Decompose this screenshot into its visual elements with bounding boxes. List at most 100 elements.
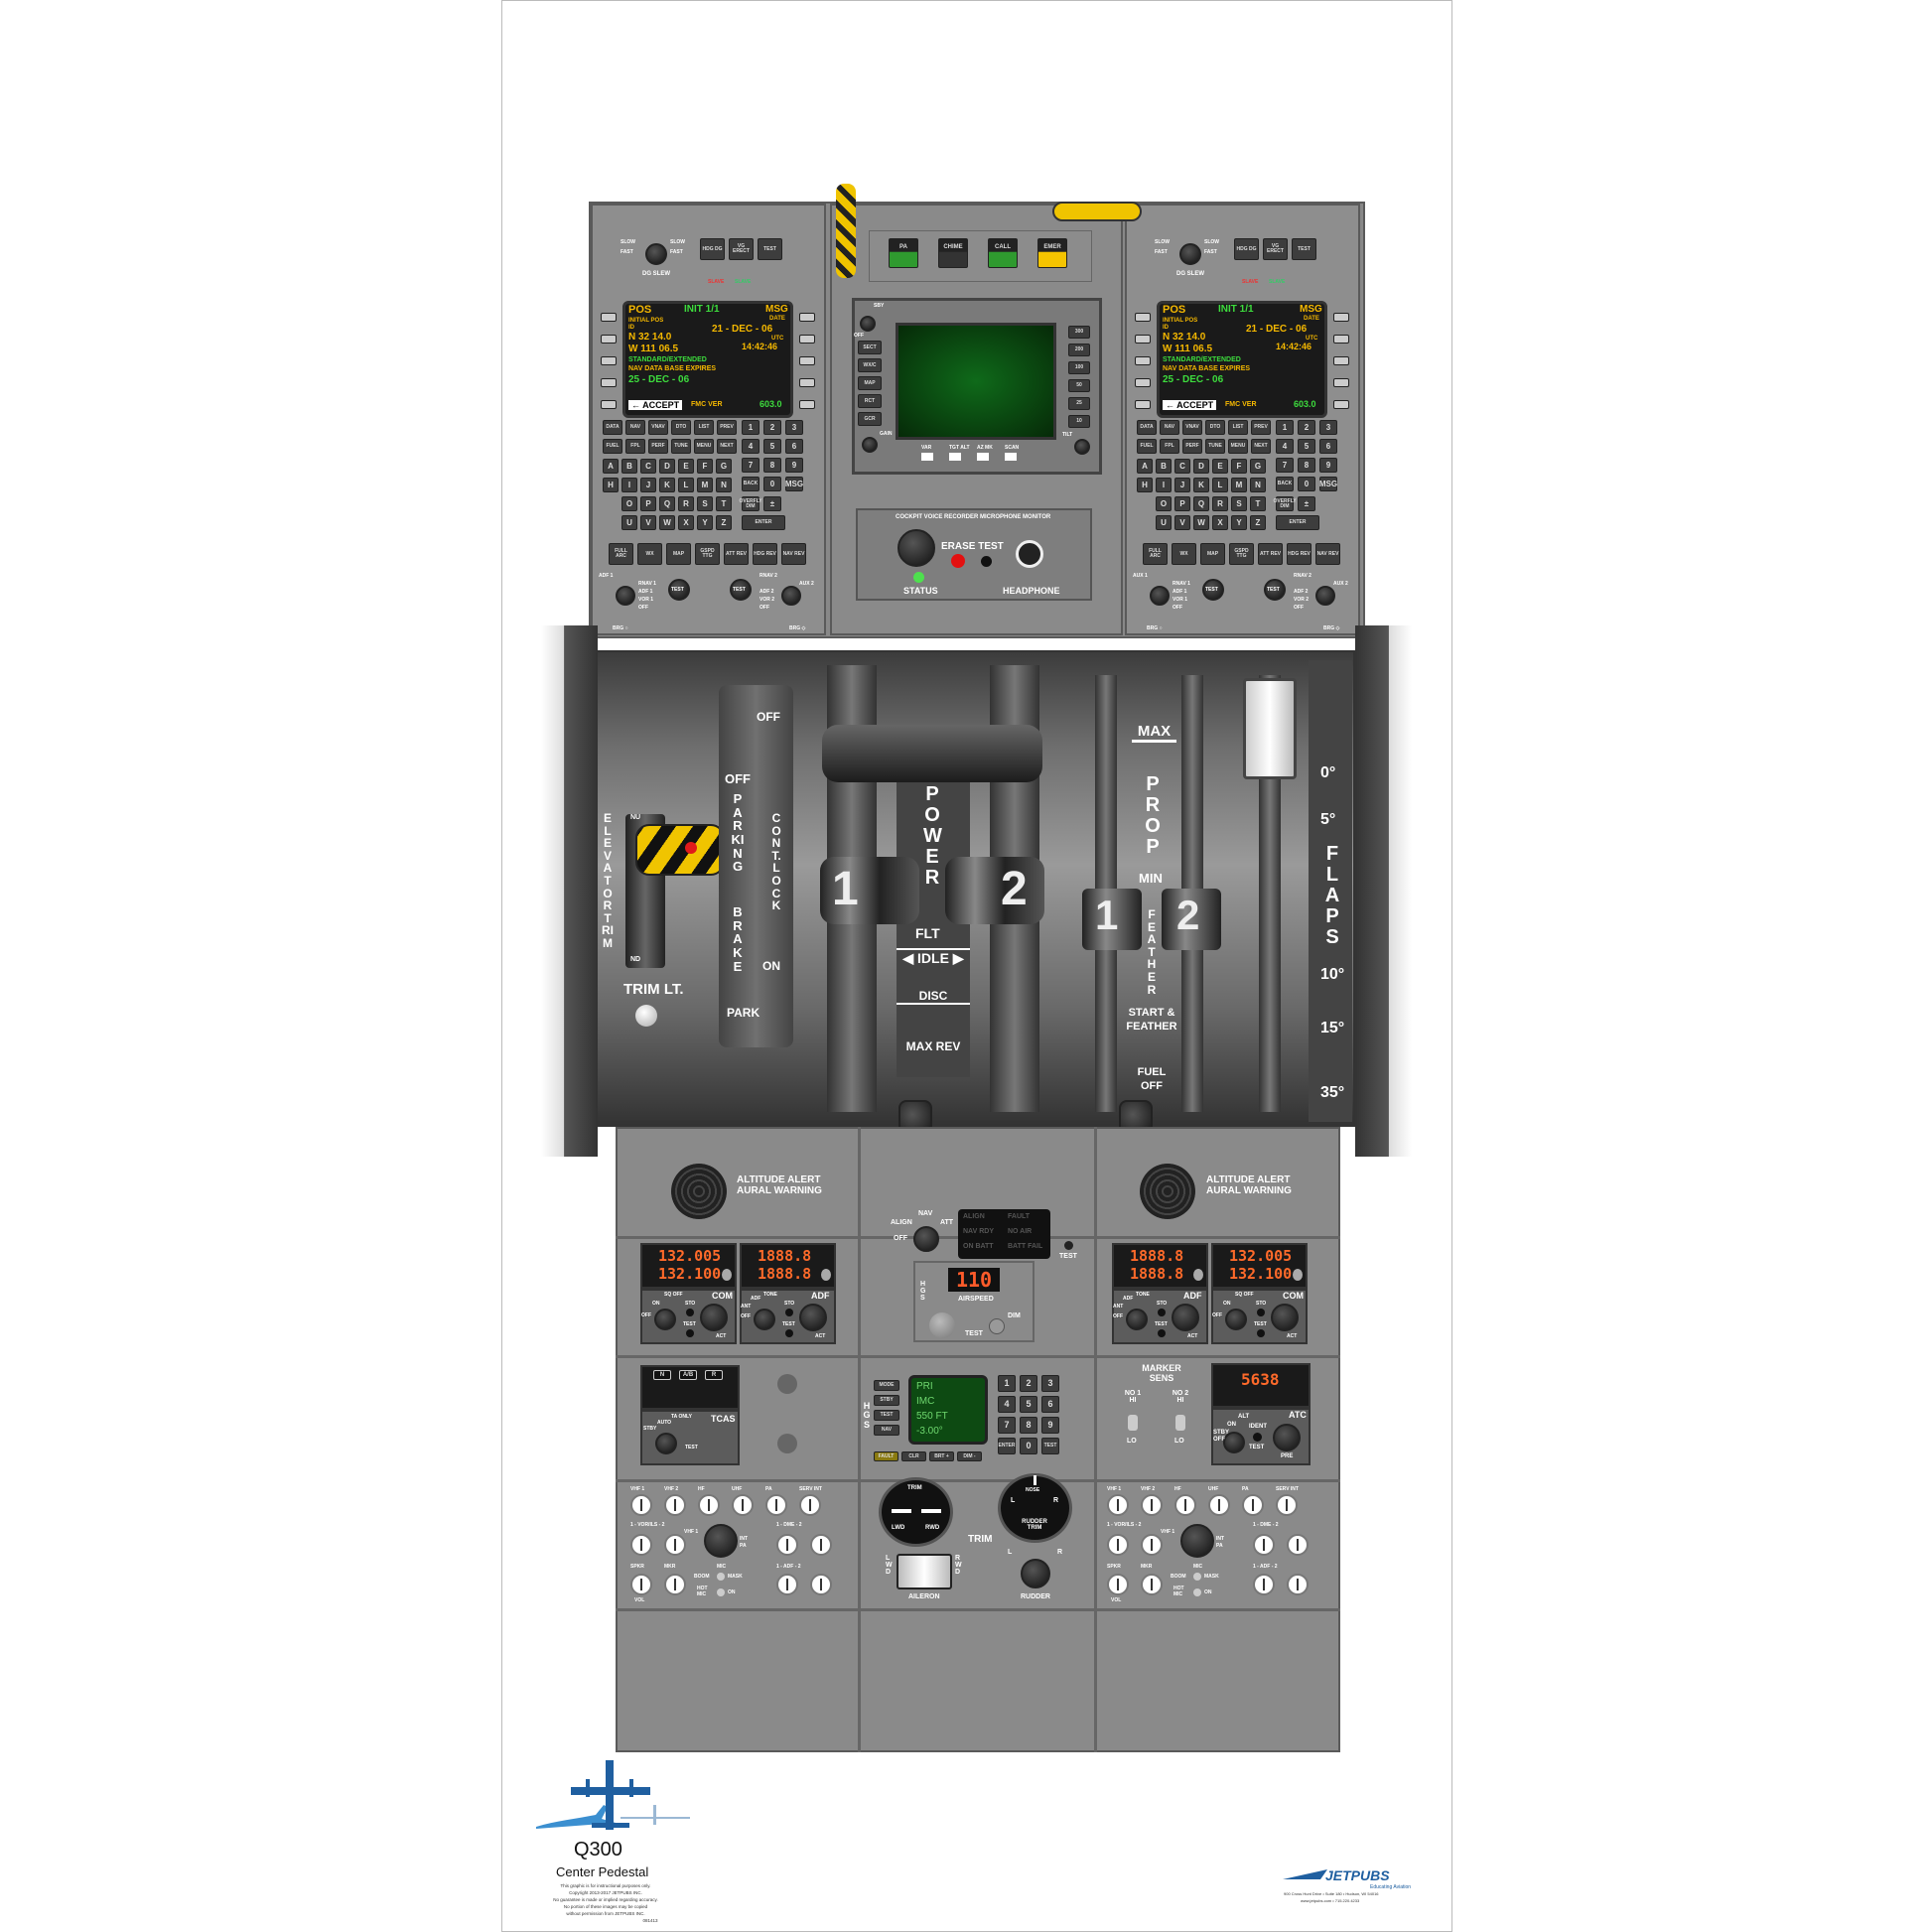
line-select-key-right[interactable] xyxy=(1333,378,1349,387)
fms-key-c[interactable]: C xyxy=(1174,459,1190,474)
fms-key-num[interactable]: 7 xyxy=(742,458,759,473)
fms-key-num[interactable]: 1 xyxy=(742,420,759,435)
fms-key-m[interactable]: M xyxy=(1231,478,1247,492)
fms-key-num[interactable]: 0 xyxy=(763,477,781,491)
audio-toggle-serv-int[interactable] xyxy=(1276,1494,1298,1516)
adf2-test-button[interactable] xyxy=(1158,1329,1166,1337)
line-select-key-right[interactable] xyxy=(1333,400,1349,409)
fms-key-i[interactable]: I xyxy=(621,478,637,492)
spkr-volume[interactable] xyxy=(1107,1574,1129,1595)
fms-key-num[interactable]: 4 xyxy=(1276,439,1294,454)
wx-range-25[interactable]: 25 xyxy=(1068,397,1090,410)
display-mode-button[interactable]: ATT REV xyxy=(1258,543,1283,565)
fms-key-u[interactable]: U xyxy=(621,515,637,530)
fms-key-num[interactable]: MSG xyxy=(785,477,803,491)
hgs-key-mode[interactable]: MODE xyxy=(874,1380,899,1391)
com1-sto-button[interactable] xyxy=(686,1309,694,1316)
tcas-mode-knob[interactable] xyxy=(655,1433,677,1454)
hgs-keypad-8[interactable]: 8 xyxy=(1020,1417,1037,1434)
fms-key-num[interactable]: 9 xyxy=(1319,458,1337,473)
pa-button-call[interactable]: CALL xyxy=(988,238,1018,268)
wx-mode-rct[interactable]: RCT xyxy=(858,394,882,408)
hgs-key-nav[interactable]: NAV xyxy=(874,1425,899,1436)
wx-gain-knob[interactable] xyxy=(862,437,878,453)
airspeed-dim-knob[interactable] xyxy=(989,1318,1005,1334)
pa-button-chime[interactable]: CHIME xyxy=(938,238,968,268)
fms-key-c[interactable]: C xyxy=(640,459,656,474)
mkr-volume[interactable] xyxy=(1141,1574,1163,1595)
adf2-toggle[interactable] xyxy=(1287,1574,1309,1595)
fms-key-num[interactable]: 4 xyxy=(742,439,759,454)
fms-key-d[interactable]: D xyxy=(1193,459,1209,474)
fms-key-menu[interactable]: MENU xyxy=(694,439,714,454)
condition-lever-2[interactable] xyxy=(1162,889,1221,950)
wx-mode-wx/c[interactable]: WX/C xyxy=(858,358,882,372)
fms-key-perf[interactable]: PERF xyxy=(648,439,668,454)
hgs-2-button[interactable]: BRT + xyxy=(929,1451,954,1461)
atc-mode-knob[interactable] xyxy=(1223,1432,1245,1453)
fms-key-d[interactable]: D xyxy=(659,459,675,474)
fms-key-fuel[interactable]: FUEL xyxy=(603,439,622,454)
fms-key-x[interactable]: X xyxy=(1212,515,1228,530)
fms-key-g[interactable]: G xyxy=(1250,459,1266,474)
fms-key-fpl[interactable]: FPL xyxy=(625,439,645,454)
mkr-volume[interactable] xyxy=(664,1574,686,1595)
fms-key-num[interactable]: 1 xyxy=(1276,420,1294,435)
com2-transfer-switch[interactable] xyxy=(1293,1269,1303,1281)
bearing-selector-right[interactable] xyxy=(1315,586,1335,606)
wx-range-300[interactable]: 300 xyxy=(1068,326,1090,339)
fms-key-num[interactable]: MSG xyxy=(1319,477,1337,491)
line-select-key-left[interactable] xyxy=(601,313,617,322)
tcas-button-0[interactable]: N xyxy=(653,1370,671,1380)
ahrs-mode-knob[interactable] xyxy=(913,1226,939,1252)
wx-mode-map[interactable]: MAP xyxy=(858,376,882,390)
accept-prompt[interactable]: ← ACCEPT xyxy=(628,400,683,410)
wx-range-100[interactable]: 100 xyxy=(1068,361,1090,374)
adf1-mode-knob[interactable] xyxy=(754,1309,775,1330)
adf1-test-button[interactable] xyxy=(785,1329,793,1337)
wx-0-button[interactable] xyxy=(921,453,933,461)
wx-range-50[interactable]: 50 xyxy=(1068,379,1090,392)
bearing-selector-right[interactable] xyxy=(781,586,801,606)
line-select-key-left[interactable] xyxy=(1135,335,1151,344)
tcas-button-2[interactable]: R xyxy=(705,1370,723,1380)
hgs-1-button[interactable]: CLR xyxy=(901,1451,926,1461)
fms-key-next[interactable]: NEXT xyxy=(1251,439,1271,454)
fms-key-num[interactable]: 9 xyxy=(785,458,803,473)
vor2-toggle[interactable] xyxy=(1141,1534,1163,1556)
line-select-key-left[interactable] xyxy=(601,378,617,387)
emergency-handle-icon[interactable] xyxy=(836,184,856,278)
fms-key-num[interactable]: ENTER xyxy=(1276,515,1319,530)
fms-key-t[interactable]: T xyxy=(1250,496,1266,511)
dg-button-0[interactable]: HDG DG xyxy=(1234,238,1259,260)
cvr-test-button[interactable] xyxy=(981,556,992,567)
hgs-key-test[interactable]: TEST xyxy=(874,1410,899,1421)
fms-key-num[interactable]: OVERFLY DIM xyxy=(1273,496,1297,511)
line-select-key-left[interactable] xyxy=(1135,313,1151,322)
line-select-key-left[interactable] xyxy=(601,400,617,409)
fms-key-num[interactable]: 8 xyxy=(763,458,781,473)
audio-toggle-vhf-1[interactable] xyxy=(630,1494,652,1516)
fms-key-num[interactable]: 3 xyxy=(1319,420,1337,435)
fms-key-s[interactable]: S xyxy=(1231,496,1247,511)
fms-key-b[interactable]: B xyxy=(1156,459,1172,474)
accept-prompt[interactable]: ← ACCEPT xyxy=(1163,400,1217,410)
com1-transfer-switch[interactable] xyxy=(722,1269,732,1281)
com1-mode-knob[interactable] xyxy=(654,1309,676,1330)
bearing-selector-left[interactable] xyxy=(1150,586,1170,606)
fms-key-num[interactable]: 6 xyxy=(1319,439,1337,454)
dme1-toggle[interactable] xyxy=(1253,1534,1275,1556)
hgs-keypad-1[interactable]: 1 xyxy=(998,1375,1016,1392)
hot-mic-switch[interactable] xyxy=(717,1588,725,1596)
test-button-left[interactable] xyxy=(668,579,690,601)
hgs-keypad-0[interactable]: 0 xyxy=(1020,1438,1037,1454)
wx-range-200[interactable]: 200 xyxy=(1068,344,1090,356)
fms-key-num[interactable]: 7 xyxy=(1276,458,1294,473)
wx-3-button[interactable] xyxy=(1005,453,1017,461)
wx-tilt-knob[interactable] xyxy=(1074,439,1090,455)
fms-key-num[interactable]: 2 xyxy=(1298,420,1315,435)
fms-key-t[interactable]: T xyxy=(716,496,732,511)
com2-frequency-knob[interactable] xyxy=(1271,1304,1299,1331)
fms-key-x[interactable]: X xyxy=(678,515,694,530)
fms-key-z[interactable]: Z xyxy=(716,515,732,530)
